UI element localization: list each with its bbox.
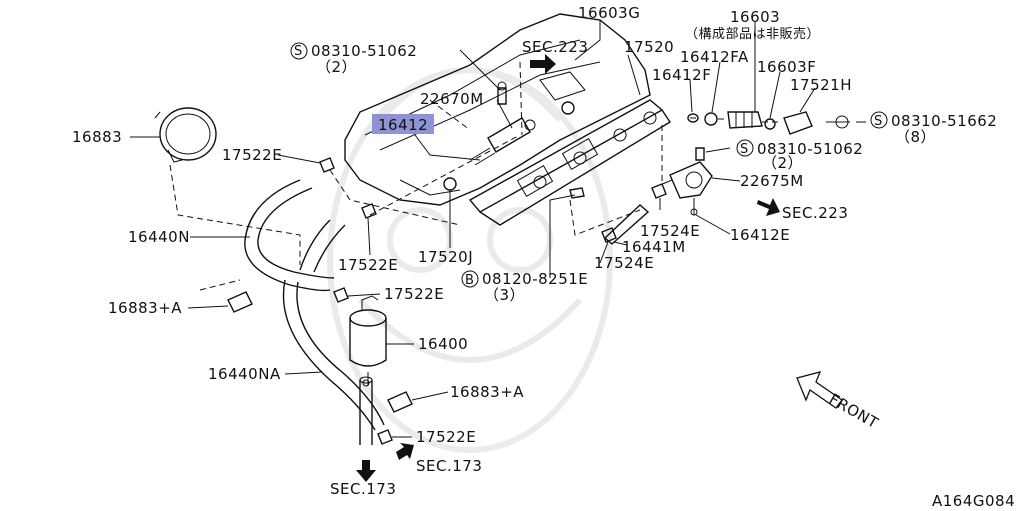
bolt-mid [695,147,705,161]
label-17520: 17520 [624,38,674,56]
hose-16441M [603,204,650,245]
label-08310-51662: 08310-51662 [891,112,997,130]
label-08310-51662-qty: （8） [895,128,936,146]
label-16400: 16400 [418,335,468,353]
bolt-top [497,81,507,105]
label-17522E-d: 17522E [416,428,476,446]
bolt-prefix-b: B [465,273,474,288]
label-17524E-a: 17524E [640,222,700,240]
dashed-guides [169,61,778,291]
hose-16440N [244,179,346,292]
diagram-code: A164G084 [932,492,1015,510]
label-22675M: 22675M [740,172,804,190]
arrow-front [796,371,843,409]
grommet-17520J [443,177,457,191]
arrow-sec223-top [530,54,556,74]
label-16603: 16603 [730,8,780,26]
hose-16440NA [282,279,385,431]
label-16603G: 16603G [578,4,640,22]
fuel-rail-17520 [468,99,671,226]
clamp-17522E-d [377,429,393,445]
label-16412: 16412 [378,116,428,134]
clamp-17524E-b [601,227,617,243]
label-08310-51062-mid: 08310-51062 [757,140,863,158]
label-sec173-bottom: SEC.173 [330,480,396,498]
clamp-17522E-c [333,287,349,303]
label-16603-note: （構成部品は非販売） [685,26,820,42]
label-17520J: 17520J [418,248,473,266]
injector-assembly [687,111,850,135]
label-17522E-a: 17522E [222,146,282,164]
label-16441M: 16441M [622,238,686,256]
bolt-mark-s [290,42,308,60]
regulator-22675M [659,161,713,216]
bolt-mark-s [870,111,888,129]
label-16412F: 16412F [652,66,711,84]
arrow-sec173-bottom [356,460,376,482]
bolt-prefix-s-3: S [740,142,749,157]
labels: 16603G 16603 （構成部品は非販売） S 08310-51062 （2… [72,4,1015,510]
label-16883: 16883 [72,128,122,146]
label-08120-8251E-qty: （3） [484,286,525,304]
clamp-16883 [154,107,217,163]
label-front: FRONT [826,390,882,433]
regulator-22670M [469,117,536,166]
label-08310-51062-top: 08310-51062 [311,42,417,60]
arrow-sec223-right [757,198,780,216]
bolt-prefix-s-1: S [294,44,303,59]
label-16883A-b: 16883+A [450,383,524,401]
bolt-prefix-s-2: S [874,114,883,129]
clamp-17524E-a [651,183,667,199]
connector-16883A-a [227,291,253,313]
label-17521H: 17521H [790,76,852,94]
label-sec173-right: SEC.173 [416,457,482,475]
bolt-mark-s [736,139,754,157]
label-17524E-b: 17524E [594,254,654,272]
label-08310-51062-top-qty: （2） [316,58,357,76]
highlight-16412 [372,114,434,134]
arrow-sec173-right [396,443,414,460]
bolt-mark-b [461,270,479,288]
label-17522E-b: 17522E [338,256,398,274]
pipe-bottom [359,376,373,445]
label-16440NA: 16440NA [208,365,281,383]
clamp-17522E-b [361,203,377,219]
label-sec223-top: SEC.223 [522,38,588,56]
label-16883A-a: 16883+A [108,299,182,317]
bolt-lower [569,187,585,199]
label-16603F: 16603F [757,58,816,76]
connector-16883A-b [387,391,413,413]
label-16412E: 16412E [730,226,790,244]
label-16440N: 16440N [128,228,190,246]
leader-lines [130,20,866,438]
clamp-17522E-a [319,157,335,173]
label-sec223-right: SEC.223 [782,204,848,222]
label-22670M: 22670M [420,90,484,108]
label-17522E-c: 17522E [384,285,444,303]
label-16412FA: 16412FA [680,48,749,66]
label-08120-8251E: 08120-8251E [482,270,588,288]
label-08310-51062-mid-qty: （2） [762,154,803,172]
grommet-17520 [561,101,575,115]
